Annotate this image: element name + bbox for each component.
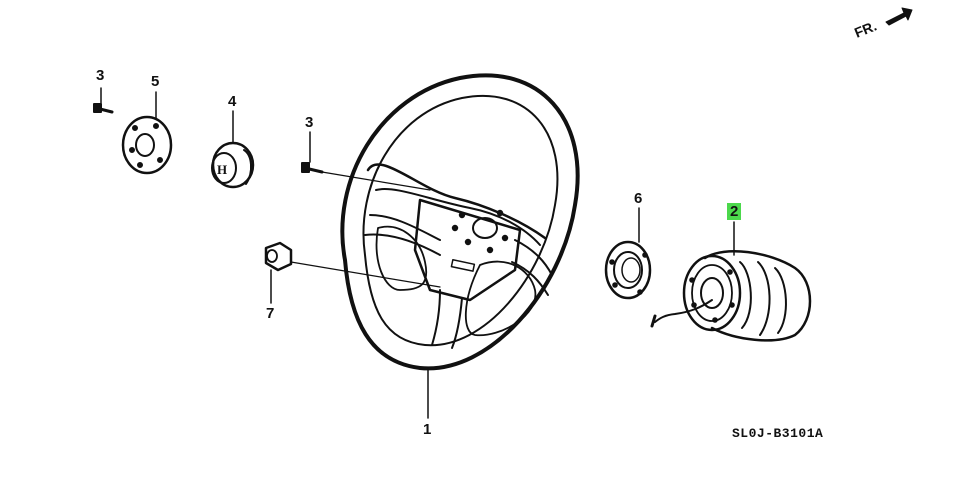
diagram-code: SL0J-B3101A [732,426,824,441]
adapter-ring-part [604,207,652,300]
callout-3-upper: 3 [96,67,105,84]
screw-part-upper [93,87,114,114]
hub-plate-part [121,91,173,175]
callout-4: 4 [228,93,237,110]
callout-2: 2 [727,203,742,220]
callout-1: 1 [423,421,432,438]
horn-button-part: H [211,110,255,189]
nut-part [264,241,441,304]
steering-wheel-part [340,73,580,419]
callout-3-middle: 3 [305,114,314,131]
svg-text:H: H [217,162,227,177]
callout-6: 6 [634,190,643,207]
callout-7: 7 [266,305,275,322]
arrow-right-icon [885,7,913,26]
screw-part-middle [301,131,431,191]
callout-5: 5 [151,73,160,90]
boss-kit-part [650,221,812,342]
